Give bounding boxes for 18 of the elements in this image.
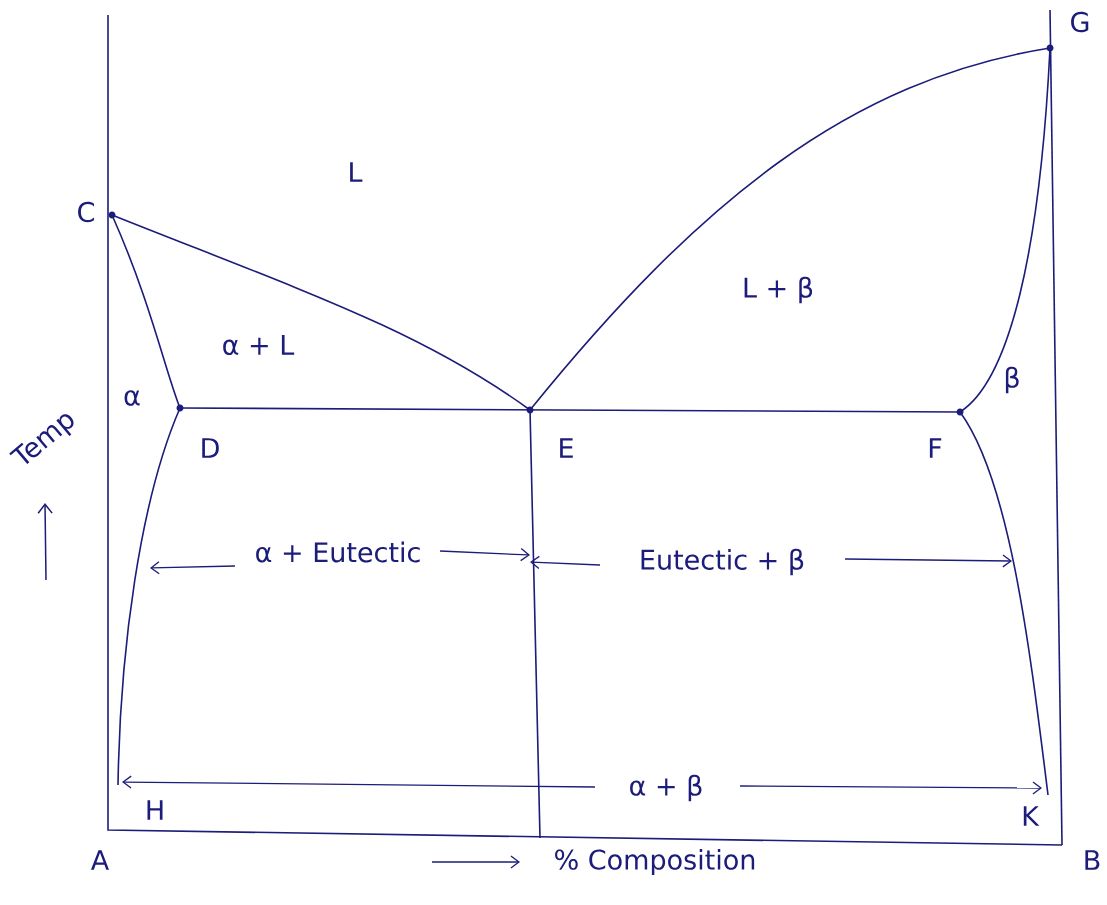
region-label: α	[124, 390, 140, 406]
point-label: A	[90, 850, 109, 870]
point-label: H	[147, 800, 163, 820]
point-label: B	[1085, 850, 1100, 870]
region-label: L	[350, 162, 363, 182]
point-label: E	[560, 438, 573, 458]
point-label: F	[929, 438, 942, 458]
axis-label: % Composition	[555, 848, 755, 876]
region-label: α + β	[630, 774, 702, 802]
region-label: β	[1005, 366, 1019, 394]
region-label: Eutectic + β	[641, 548, 804, 576]
point-label: D	[202, 438, 219, 458]
region-label: L + β	[744, 276, 813, 304]
point-label: C	[78, 201, 94, 223]
point-label: G	[1071, 11, 1089, 33]
region-label: α + L	[223, 335, 295, 355]
region-label: α + Eutectic	[256, 541, 420, 563]
point-label: K	[1023, 806, 1040, 826]
